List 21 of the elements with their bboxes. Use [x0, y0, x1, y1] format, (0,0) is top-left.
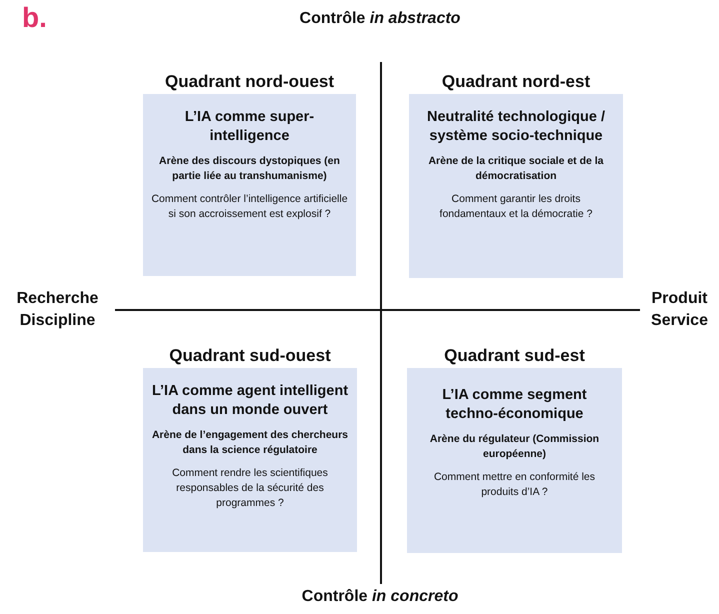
arena-text: Arène du régulateur (Commission européenne) — [428, 432, 600, 462]
quadrant-title: L’IA comme super-intelligence — [184, 108, 316, 146]
question-text: Comment garantir les droits fondamentaux et la démocratie ? — [438, 192, 594, 222]
question-text: Comment mettre en conformité les produits d’IA ? — [432, 470, 596, 500]
quadrant-heading: Quadrant nord-ouest — [164, 72, 336, 92]
arena-text: Arène de l’engagement des chercheurs dans la science régulatoire — [151, 428, 349, 458]
axis-label: Recherche Discipline — [16, 289, 100, 331]
axis-label: Contrôle in abstracto — [298, 10, 462, 28]
axis-label: Produit Service — [650, 289, 709, 331]
question-text: Comment rendre les scientifiques responsables de la sécurité des programmes ? — [171, 466, 329, 511]
question-text: Comment contrôler l’intelligence artificielle si son accroissement est explosif ? — [151, 192, 348, 222]
arena-text: Arène des discours dystopiques (en partie liée au transhumanisme) — [158, 154, 341, 184]
quadrant-heading: Quadrant sud-est — [443, 346, 586, 366]
arena-text: Arène de la critique sociale et de la démocratisation — [427, 154, 605, 184]
quadrant-title: L’IA comme agent intelligent dans un monde ouvert — [151, 382, 349, 420]
panel-letter: b. — [22, 2, 48, 34]
quadrant-title: Neutralité technologique / système socio-technique — [426, 108, 606, 146]
quadrant-heading: Quadrant sud-ouest — [168, 346, 332, 366]
axis-label: Contrôle in concreto — [300, 588, 460, 606]
quadrant-heading: Quadrant nord-est — [440, 72, 592, 92]
quadrant-title: L’IA comme segment techno-économique — [441, 386, 588, 424]
